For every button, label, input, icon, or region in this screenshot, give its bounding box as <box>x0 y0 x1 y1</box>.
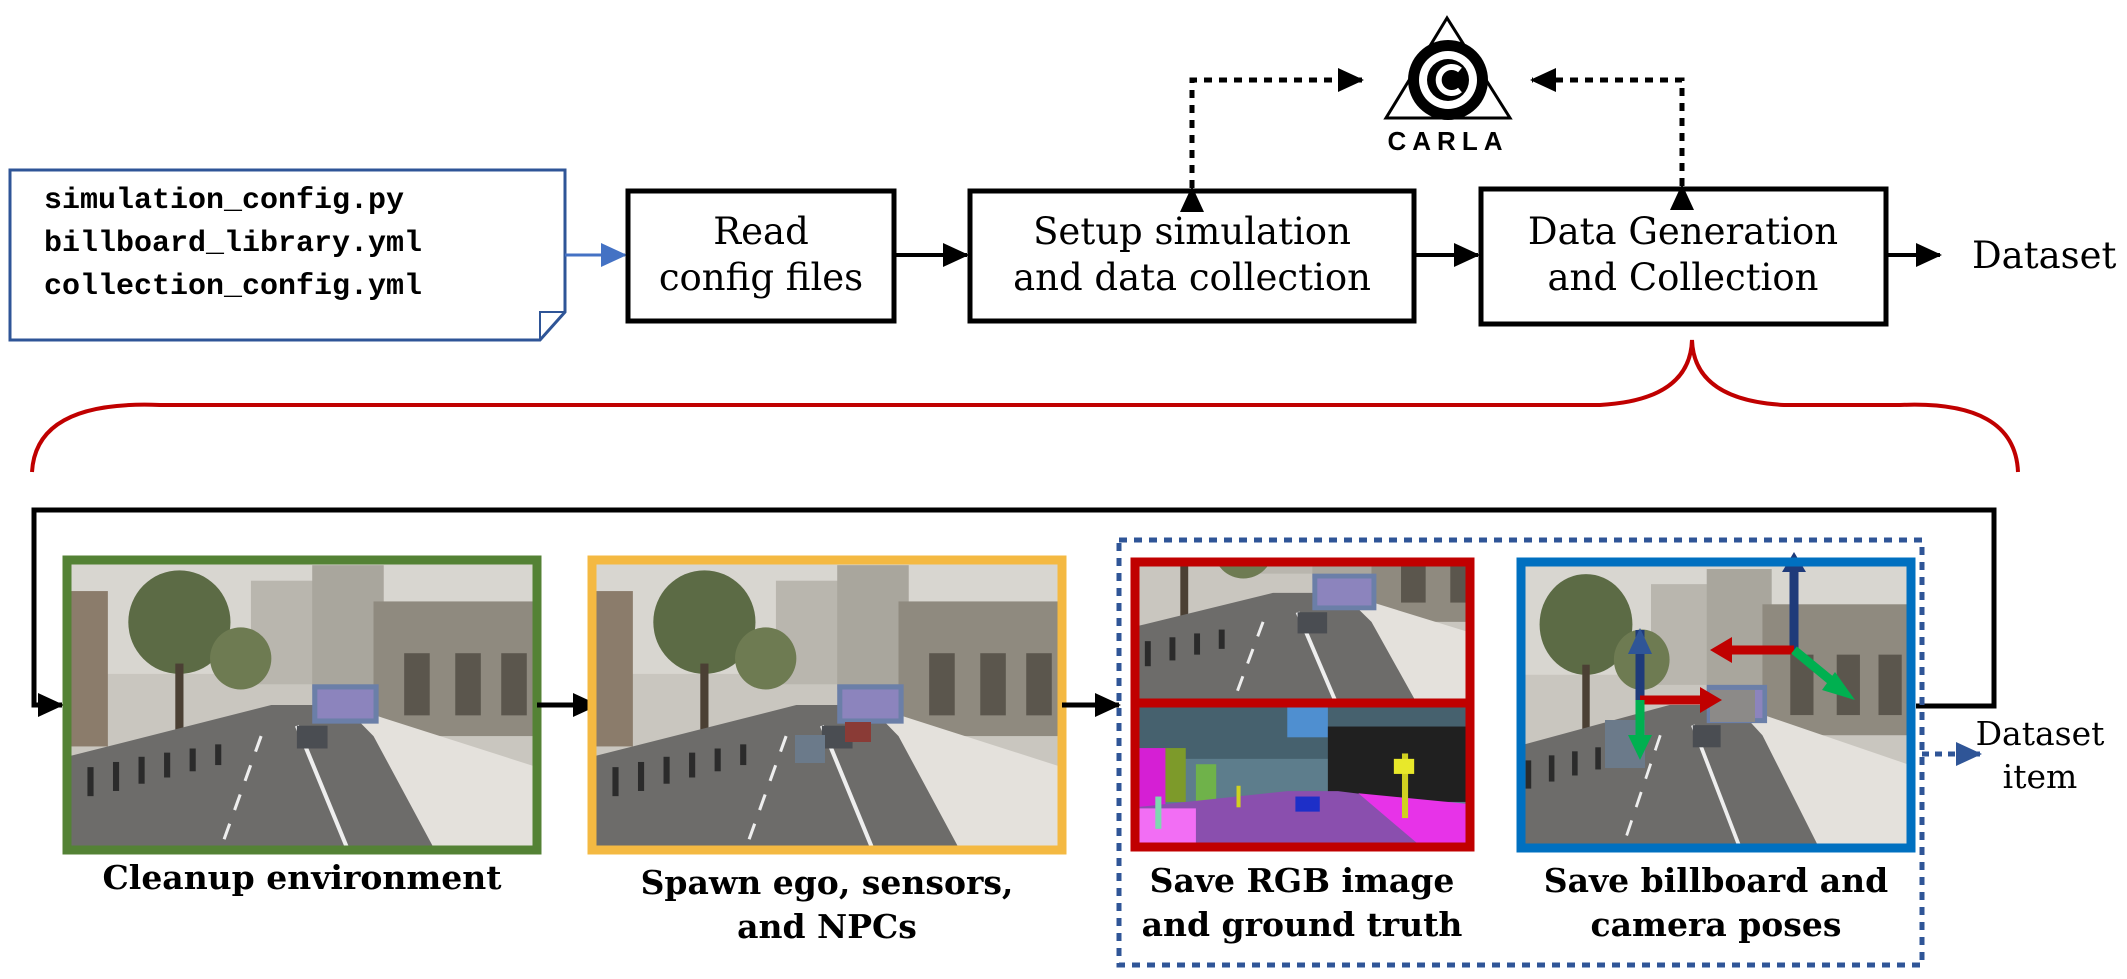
stage-save-rgb-caption-1: Save RGB image <box>1150 861 1455 900</box>
carla-logo: CARLA <box>1383 15 1513 156</box>
read-config-label-2: config files <box>659 256 863 299</box>
stage-cleanup-caption: Cleanup environment <box>103 858 503 897</box>
carla-connectors <box>1180 68 1694 212</box>
dataset-item-label-1: Dataset <box>1976 714 2105 753</box>
setup-box: Setup simulation and data collection <box>967 188 1417 324</box>
stage-save-poses-frame <box>1516 557 1916 853</box>
datagen-label-1: Data Generation <box>1528 210 1838 253</box>
read-config-box: Read config files <box>625 188 897 324</box>
config-files-note: simulation_config.py billboard_library.y… <box>8 168 567 342</box>
dataset-label: Dataset <box>1972 234 2117 277</box>
read-config-label-1: Read <box>713 210 809 253</box>
stage-save-poses <box>1516 552 1916 853</box>
loop-arrow <box>31 507 1997 717</box>
config-file-1: simulation_config.py <box>44 184 404 218</box>
stage-spawn-caption-1: Spawn ego, sensors, <box>641 863 1014 902</box>
config-file-2: billboard_library.yml <box>44 227 422 261</box>
stage-save-rgb <box>1130 557 1475 852</box>
camera-pose-axes <box>1628 628 1722 760</box>
carla-logo-text: CARLA <box>1388 126 1509 156</box>
setup-label-2: and data collection <box>1013 256 1371 299</box>
stage-save-poses-caption-1: Save billboard and <box>1544 861 1888 900</box>
datagen-label-2: and Collection <box>1547 256 1818 299</box>
stage-save-rgb-caption-2: and ground truth <box>1142 905 1463 944</box>
stage-spawn <box>587 555 1067 855</box>
stage-cleanup <box>62 555 542 855</box>
stage-save-poses-caption-2: camera poses <box>1591 905 1842 944</box>
setup-label-1: Setup simulation <box>1033 210 1351 253</box>
expansion-brace <box>30 339 2020 473</box>
dataset-item-label-2: item <box>2003 757 2078 796</box>
data-generation-box: Data Generation and Collection <box>1478 186 1889 327</box>
billboard-pose-axes <box>1710 552 1855 700</box>
config-file-3: collection_config.yml <box>44 270 422 304</box>
stage-spawn-caption-2: and NPCs <box>737 907 917 946</box>
